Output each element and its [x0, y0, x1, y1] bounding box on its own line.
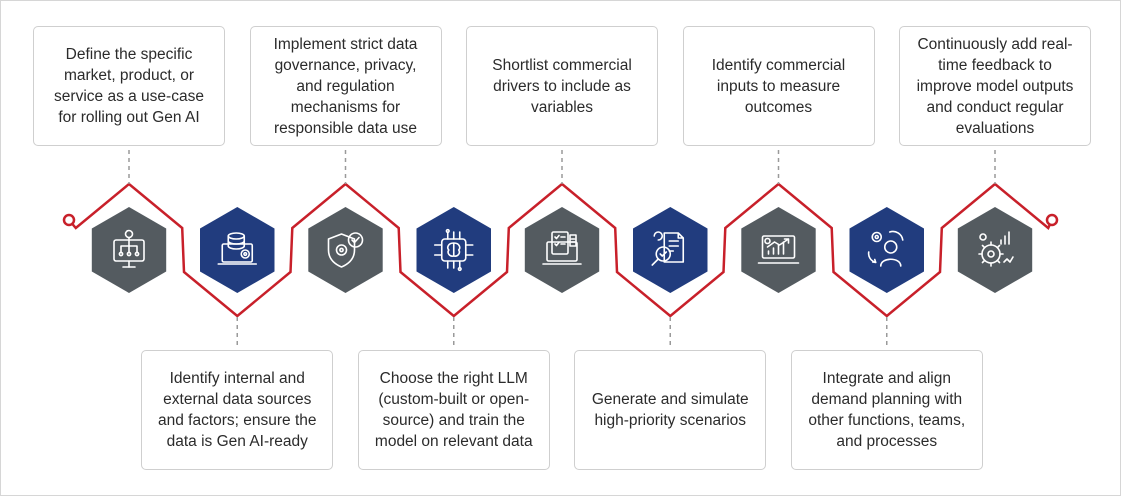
step-text: Generate and simulate high-priority scen… [591, 391, 749, 429]
step-card: Identify internal and external data sour… [141, 350, 334, 470]
step-card: Generate and simulate high-priority scen… [574, 350, 767, 470]
step-text: Identify internal and external data sour… [157, 370, 317, 450]
step-card: Choose the right LLM (custom-built or op… [357, 350, 550, 470]
step-card: Define the specific market, product, or … [33, 26, 225, 146]
timeline-end-dot [1045, 213, 1059, 227]
step-text: Define the specific market, product, or … [54, 46, 204, 126]
step-text: Implement strict data governance, privac… [273, 35, 418, 137]
step-text: Integrate and align demand planning with… [808, 370, 966, 450]
step-hexagon [849, 207, 924, 293]
monitor-network-icon [113, 229, 145, 268]
laptop-checklist-icon [542, 231, 582, 265]
step-hexagon [524, 207, 600, 293]
step-text: Choose the right LLM (custom-built or op… [374, 370, 533, 450]
document-search-icon [651, 231, 685, 266]
step-text: Continuously add real-time feedback to i… [916, 35, 1074, 137]
step-card: Identify commercial inputs to measure ou… [682, 26, 875, 146]
step-card: Integrate and align demand planning with… [790, 350, 983, 470]
step-card: Implement strict data governance, privac… [249, 26, 442, 146]
shield-check-icon [327, 232, 364, 268]
step-hexagon [957, 207, 1033, 293]
step-card: Continuously add real-time feedback to i… [899, 26, 1091, 146]
gear-chart-evaluation-icon [978, 231, 1014, 267]
step-text: Shortlist commercial drivers to include … [492, 56, 632, 116]
laptop-growth-chart-icon [757, 235, 800, 264]
timeline-start-dot [62, 213, 76, 227]
laptop-database-icon [217, 232, 258, 265]
person-gear-cycle-icon [867, 230, 904, 267]
step-hexagon [200, 207, 275, 293]
step-card: Shortlist commercial drivers to include … [466, 26, 658, 146]
step-hexagon [308, 207, 383, 293]
step-text: Identify commercial inputs to measure ou… [711, 56, 846, 116]
step-hexagon [633, 207, 708, 293]
ai-chip-brain-icon [433, 228, 474, 272]
